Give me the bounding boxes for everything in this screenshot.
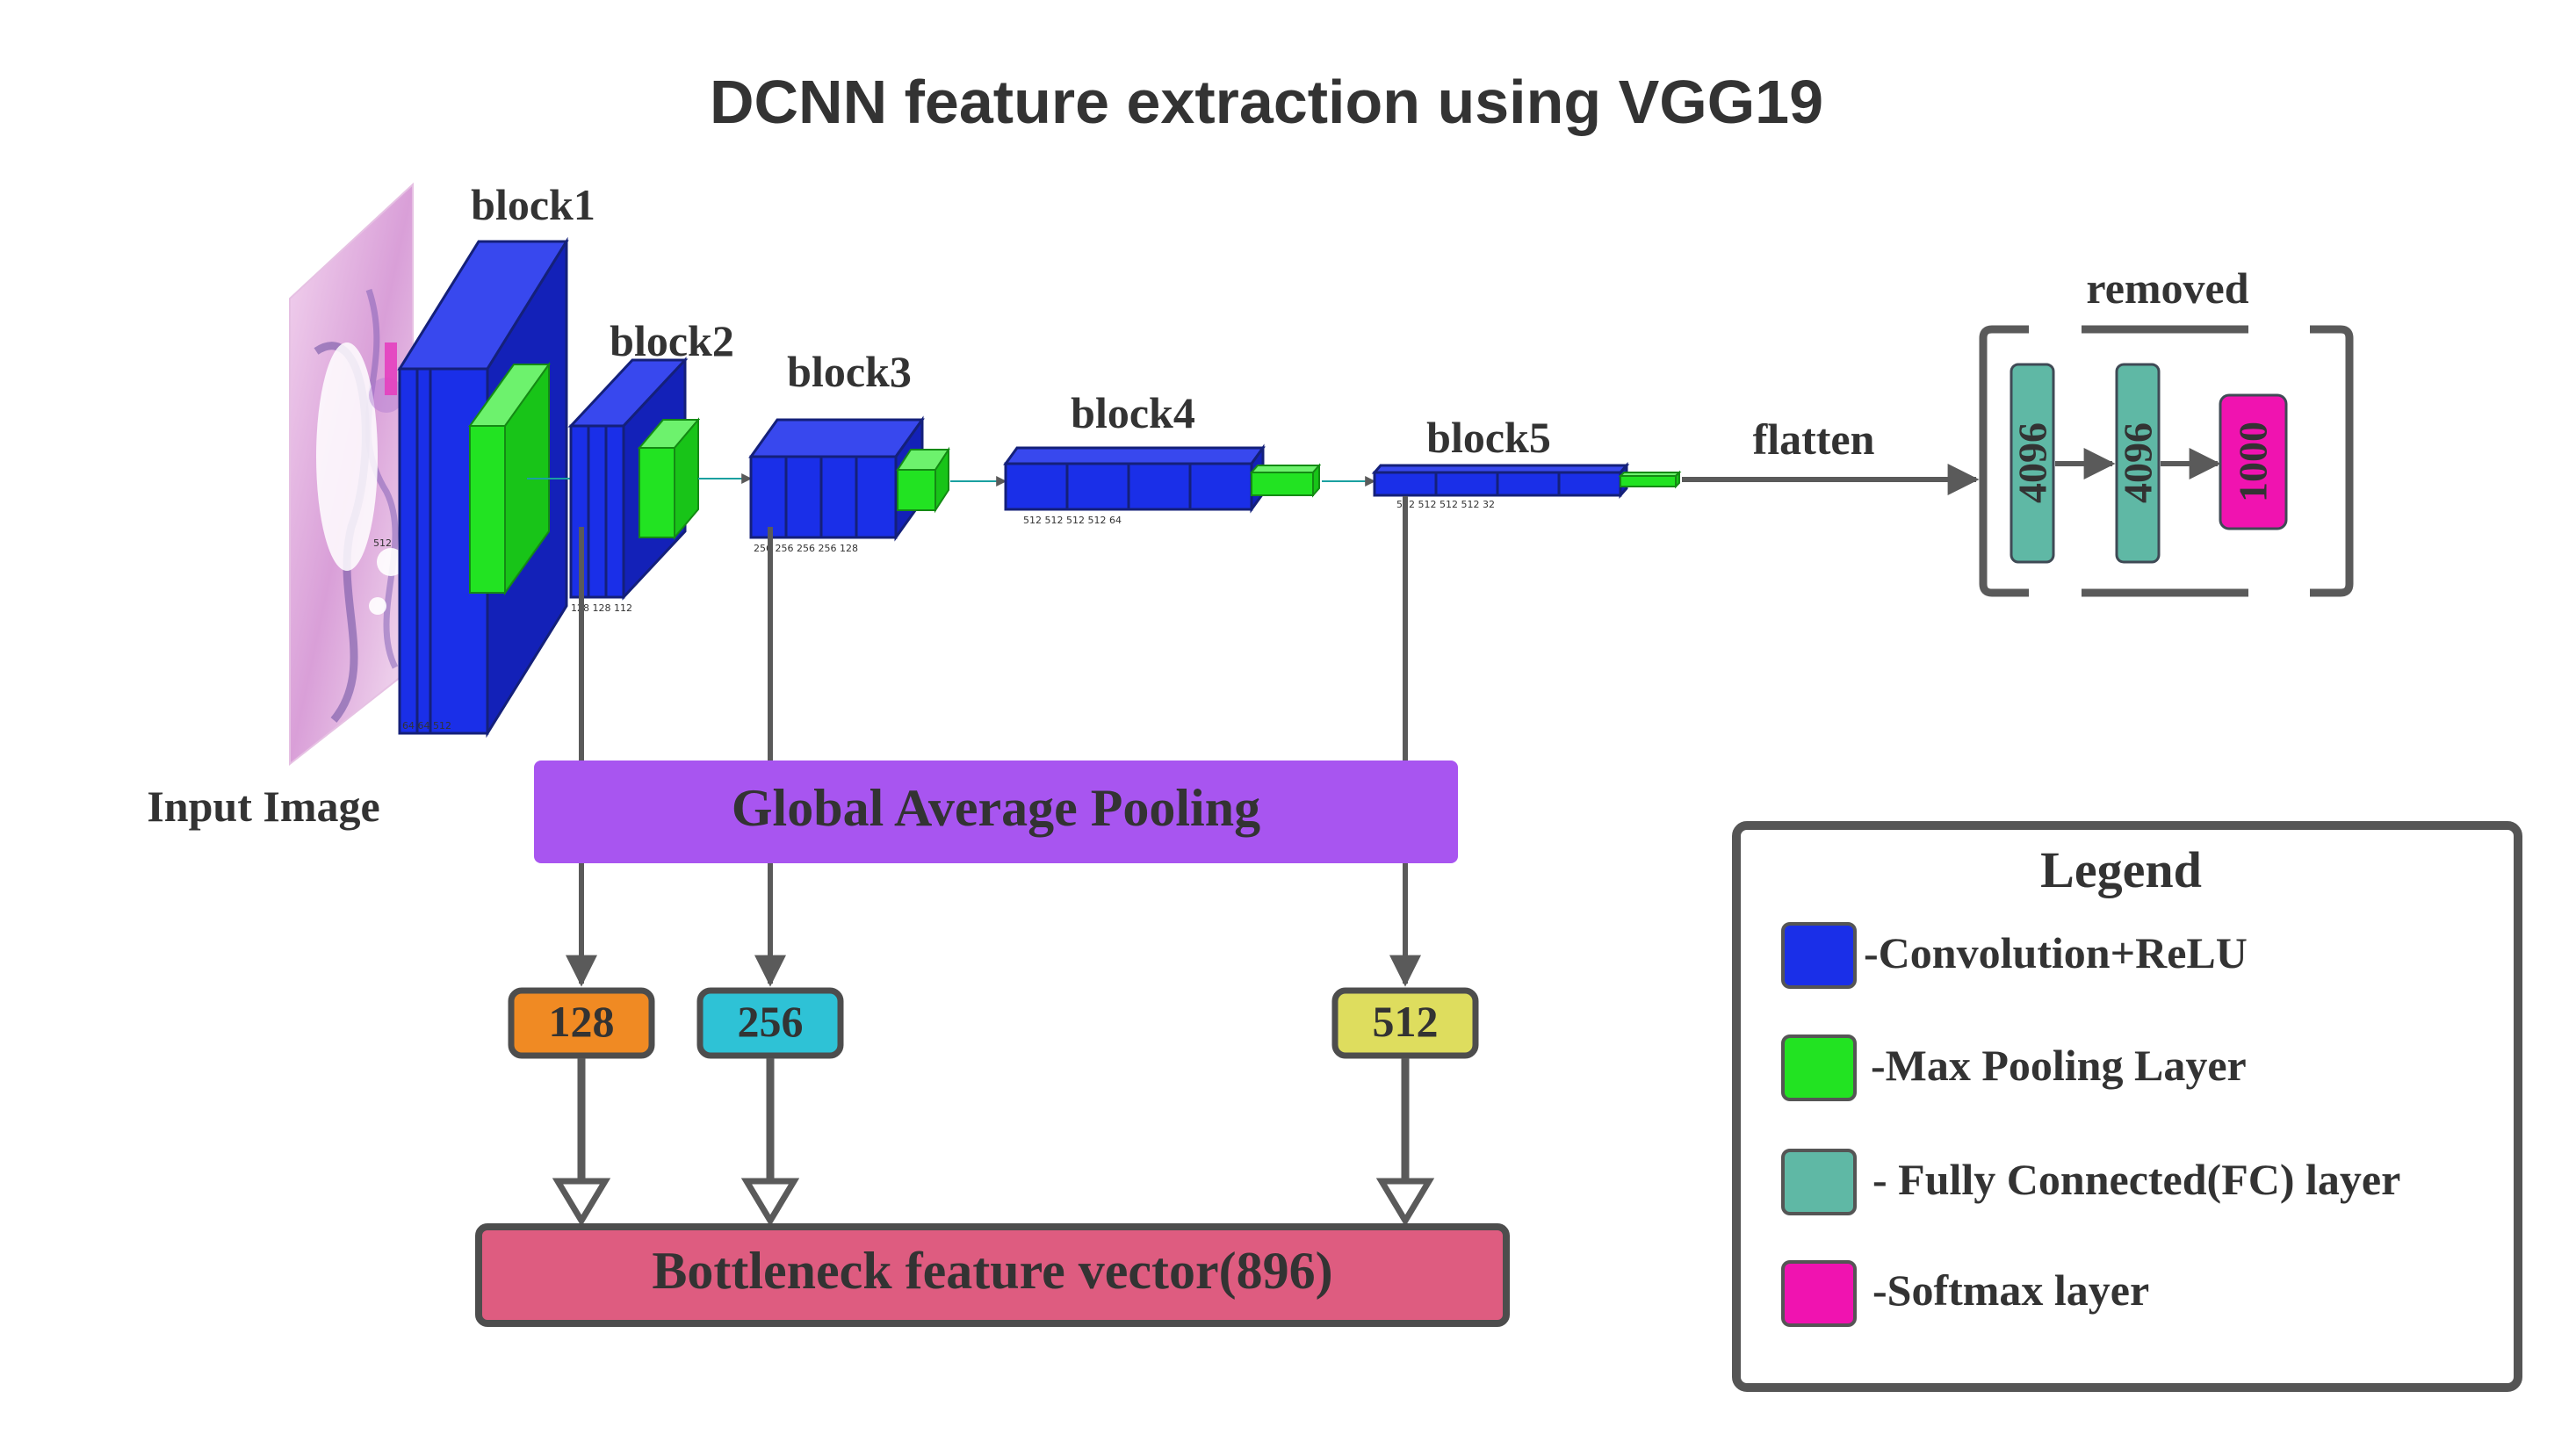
block4-dims: 512 512 512 512 64 <box>1023 515 1122 526</box>
block3-dims: 256 256 256 256 128 <box>754 543 858 554</box>
removed-fc-section: 4096 4096 1000 <box>1979 325 2354 597</box>
block5-dims: 512 512 512 512 32 <box>1396 499 1495 510</box>
bottleneck-feature-vector <box>475 1223 1510 1327</box>
gap-label: Global Average Pooling <box>732 779 1260 837</box>
legend-swatch-conv <box>1781 922 1857 989</box>
global-average-pooling <box>534 761 1458 863</box>
feature-box-512 <box>1331 987 1479 1059</box>
softmax-layer-label: 1000 <box>2231 422 2276 502</box>
block1-extra: 512 <box>373 537 392 549</box>
legend-swatch-pool <box>1781 1034 1857 1101</box>
legend-label-softmax: -Softmax layer <box>1872 1265 2149 1315</box>
fc-layer-1-label: 4096 <box>2010 422 2055 503</box>
block2-dims: 128 128 112 <box>571 602 632 614</box>
block5: 512 512 512 512 32 <box>1371 462 1682 510</box>
legend-swatch-fc <box>1781 1149 1857 1215</box>
block2: 128 128 112 <box>567 357 701 614</box>
legend-label-conv: -Convolution+ReLU <box>1864 928 2248 977</box>
feature-label-128: 128 <box>549 997 615 1046</box>
legend-title: Legend <box>2040 841 2202 898</box>
feature-label-512: 512 <box>1373 997 1439 1046</box>
flatten-label: flatten <box>1753 415 1875 464</box>
removed-label: removed <box>2086 263 2248 313</box>
block3-label: block3 <box>787 347 912 396</box>
block3: 256 256 256 256 128 <box>748 415 950 554</box>
fc-layer-2-label: 4096 <box>2116 422 2161 503</box>
legend-label-pool: -Max Pooling Layer <box>1871 1041 2247 1090</box>
block5-label: block5 <box>1426 413 1551 462</box>
legend-label-fc: - Fully Connected(FC) layer <box>1872 1155 2400 1204</box>
input-image-label: Input Image <box>147 782 379 831</box>
bottleneck-label: Bottleneck feature vector(896) <box>652 1242 1332 1300</box>
fc-layer-1 <box>2010 363 2055 564</box>
feature-box-128 <box>508 987 655 1059</box>
input-image <box>289 182 414 767</box>
feature-box-256 <box>696 987 844 1059</box>
legend: Legend -Convolution+ReLU -Max Pooling La… <box>1732 821 2522 1392</box>
diagram-title: DCNN feature extraction using VGG19 <box>710 68 1823 136</box>
fc-layer-2 <box>2115 363 2161 564</box>
block1-label: block1 <box>471 180 595 229</box>
feature-arrows <box>552 1058 1435 1227</box>
block4: 512 512 512 512 64 <box>1003 443 1322 526</box>
legend-swatch-softmax <box>1781 1260 1857 1327</box>
feature-label-256: 256 <box>738 997 804 1046</box>
block1-dims: 64 64 512 <box>402 720 451 732</box>
block4-label: block4 <box>1071 388 1195 437</box>
block2-label: block2 <box>610 316 734 365</box>
block1: 64 64 512 512 <box>373 236 569 739</box>
